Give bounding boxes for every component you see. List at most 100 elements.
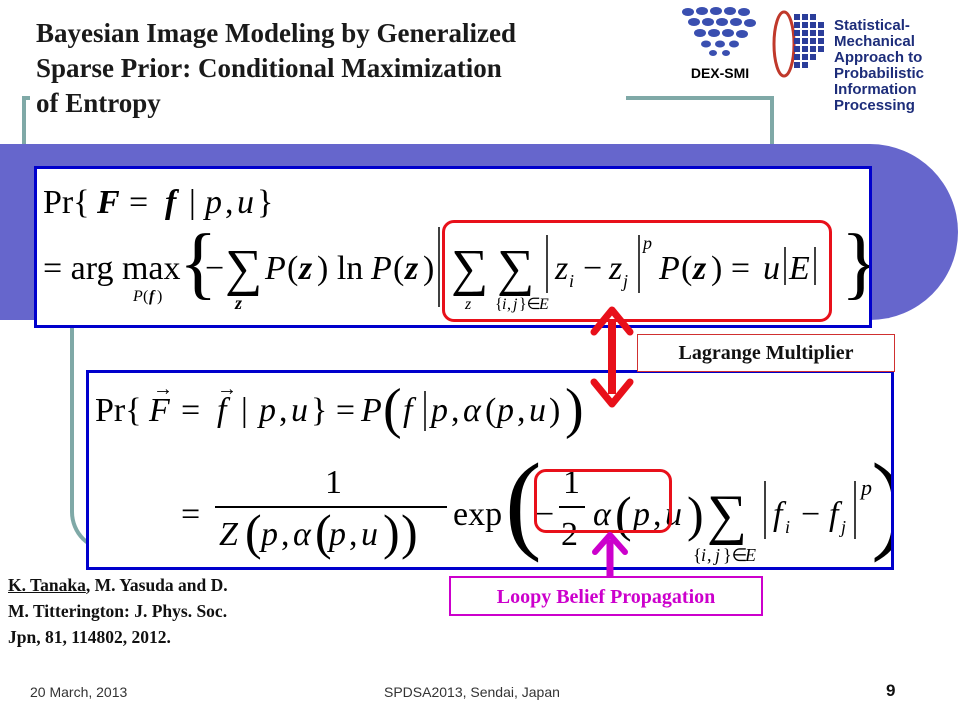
svg-text:f: f xyxy=(149,288,156,305)
reference-author: K. Tanaka xyxy=(8,575,86,595)
svg-text:p: p xyxy=(641,233,652,253)
svg-text:u: u xyxy=(529,392,546,429)
svg-text:−: − xyxy=(583,250,602,287)
svg-text:p: p xyxy=(429,392,448,429)
title-line-2: Sparse Prior: Conditional Maximization xyxy=(36,53,502,83)
svg-text:u: u xyxy=(763,250,780,287)
constraint-highlight xyxy=(442,220,832,322)
svg-text:−: − xyxy=(205,250,224,287)
svg-text:) ln: ) ln xyxy=(317,250,363,287)
svg-text:u: u xyxy=(237,184,254,221)
svg-text:,: , xyxy=(517,392,526,429)
svg-text:p: p xyxy=(257,392,276,429)
svg-text:i: i xyxy=(785,517,790,537)
svg-text:p: p xyxy=(327,516,346,553)
svg-text:,: , xyxy=(707,545,712,565)
svg-text:(: ( xyxy=(615,486,632,542)
svg-text:E: E xyxy=(788,250,810,287)
footer-venue: SPDSA2013, Sendai, Japan xyxy=(384,684,560,700)
svg-text:): ) xyxy=(383,504,400,560)
svg-text:): ) xyxy=(401,504,418,560)
svg-text:,: , xyxy=(653,496,662,533)
svg-text:P: P xyxy=(370,250,392,287)
smapip-line-3: Information Processing xyxy=(834,81,917,114)
svg-text:z: z xyxy=(464,296,472,313)
svg-text:P: P xyxy=(360,392,382,429)
svg-text:p: p xyxy=(203,184,222,221)
svg-text:F: F xyxy=(148,392,171,429)
svg-text:} =: } = xyxy=(311,392,355,429)
svg-text:∑: ∑ xyxy=(497,240,534,297)
svg-text:,: , xyxy=(225,184,234,221)
svg-text:Pr{: Pr{ xyxy=(95,392,142,429)
svg-text:,: , xyxy=(507,296,511,313)
svg-text:): ) xyxy=(157,288,162,305)
reference-line-3: Jpn, 81, 114802, 2012. xyxy=(8,627,171,647)
svg-text:}∈: }∈ xyxy=(723,545,747,565)
svg-text:(: ( xyxy=(143,288,148,305)
svg-text:u: u xyxy=(291,392,308,429)
reference-line-2: M. Titterington: J. Phys. Soc. xyxy=(8,601,228,621)
reference-line-1: K. Tanaka, M. Yasuda and D. xyxy=(8,572,328,598)
entropy-equation: Pr{ F = f | p , u } = arg max P ( f ) { … xyxy=(43,184,869,313)
svg-text:(: ( xyxy=(245,504,262,560)
svg-text:Pr{: Pr{ xyxy=(43,184,90,221)
dex-smi-text: DEX-SMI xyxy=(691,65,749,81)
svg-text:(: ( xyxy=(315,504,332,560)
smapip-line-2: Approach to Probabilistic xyxy=(834,49,925,82)
svg-text:,: , xyxy=(451,392,460,429)
svg-text:E: E xyxy=(538,296,549,313)
svg-text:): ) xyxy=(871,441,891,563)
svg-text:): ) xyxy=(549,392,560,429)
svg-text:z: z xyxy=(298,250,313,287)
footer-date: 20 March, 2013 xyxy=(30,684,128,700)
smapip-text: Statistical-Mechanical Approach to Proba… xyxy=(834,18,958,114)
slide-title: Bayesian Image Modeling by Generalized S… xyxy=(36,16,636,121)
svg-text:): ) xyxy=(687,486,704,542)
svg-text:): ) xyxy=(565,378,584,440)
double-arrow-icon xyxy=(590,306,634,408)
smapip-line-1: Statistical-Mechanical xyxy=(834,17,915,50)
equation-box-posterior: Pr{ F → = f → | p , u } = P ( f p , α ( … xyxy=(86,370,894,570)
svg-text:{: { xyxy=(179,219,217,307)
posterior-equation: Pr{ F → = f → | p , u } = P ( f p , α ( … xyxy=(95,378,891,565)
svg-text:z: z xyxy=(554,250,568,287)
title-line-3: of Entropy xyxy=(36,88,161,118)
equation-box-entropy: Pr{ F = f | p , u } = arg max P ( f ) { … xyxy=(34,166,872,328)
svg-text:i: i xyxy=(569,271,574,291)
svg-text:p: p xyxy=(859,475,872,500)
svg-text:∑: ∑ xyxy=(707,484,747,546)
svg-text:z: z xyxy=(404,250,419,287)
svg-text:}∈: }∈ xyxy=(519,296,541,313)
svg-text:→: → xyxy=(217,378,237,400)
svg-text:{: { xyxy=(693,545,702,565)
svg-text:=: = xyxy=(181,496,200,533)
svg-text:,: , xyxy=(281,516,290,553)
svg-text:j: j xyxy=(713,545,720,565)
svg-text:) =: ) = xyxy=(711,250,750,287)
svg-text:=: = xyxy=(181,392,200,429)
svg-text:j: j xyxy=(839,517,846,537)
svg-text:}: } xyxy=(257,184,273,221)
svg-text:j: j xyxy=(621,271,628,291)
svg-text:exp: exp xyxy=(453,496,502,533)
svg-text:α: α xyxy=(293,516,312,553)
svg-text:α: α xyxy=(593,496,612,533)
svg-text:(: ( xyxy=(681,250,692,287)
svg-text:2: 2 xyxy=(561,516,578,553)
svg-text:i: i xyxy=(701,545,706,565)
page-number: 9 xyxy=(886,681,896,700)
svg-text:p: p xyxy=(259,516,278,553)
svg-text:(: ( xyxy=(393,250,404,287)
svg-text:1: 1 xyxy=(563,464,580,501)
lagrange-multiplier-label: Lagrange Multiplier xyxy=(637,334,895,372)
svg-text:}: } xyxy=(841,219,869,307)
svg-text:∑: ∑ xyxy=(225,240,262,297)
reference-citation: K. Tanaka, M. Yasuda and D. M. Tittering… xyxy=(8,572,328,650)
svg-text:F: F xyxy=(96,184,120,221)
svg-text:f: f xyxy=(165,184,180,221)
loopy-belief-propagation-label: Loopy Belief Propagation xyxy=(449,576,763,616)
svg-text:1: 1 xyxy=(325,464,342,501)
svg-text:P: P xyxy=(132,288,143,305)
svg-text:(: ( xyxy=(485,392,496,429)
